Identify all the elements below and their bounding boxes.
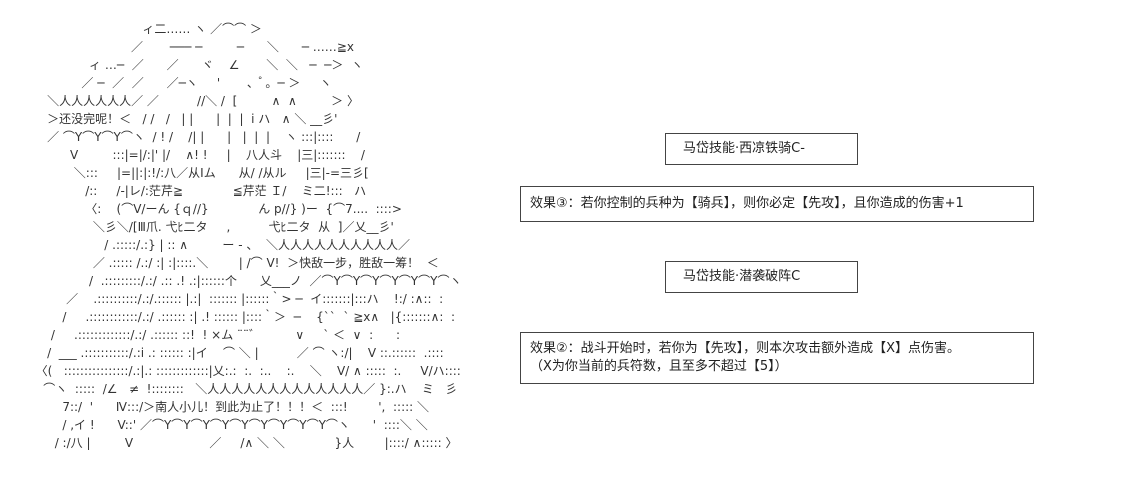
art-line: / .::::::::::::/.:/ .:::::: :| .! ::::::… — [28, 310, 456, 324]
art-line: ⌒ヽ ::::: /∠ ≠ !:::::::: ＼人人人人人人人人人人人人人／ … — [28, 382, 458, 396]
ascii-art-illustration: ィ二…… ヽ ／⌒⌒ ＞ ／ ─── ─ ─ ＼ ─ ……≧x ィ …─ ／ ／… — [28, 22, 538, 462]
art-line: ィ …─ ／ ／ ヾ ∠ ＼ ＼ ─ ─＞ ヽ — [28, 58, 363, 72]
art-line: ／ ─ ／ ／ ／─ヽ ' 、 ゚ 。─ ＞ ヽ — [28, 76, 332, 90]
art-line: ／ ⌒Y⌒Y⌒Y⌒ヽ / ! / /| | | | | | ヽ :::|::::… — [28, 130, 361, 144]
art-line: V :::|=|/:|' |/ ∧! ! | 八人斗 |三|::::::: / — [28, 148, 365, 162]
skill-title-2: 马岱技能·潜袭破阵C — [683, 269, 801, 284]
skill-effect-panel-1: 效果③：若你控制的兵种为【骑兵】，则你必定【先攻】，且你造成的伤害+1 — [520, 186, 1034, 222]
art-line-bubble-right: ／ .::::: /.:/ :| :|::::.＼ | /⌒ V! ＞快敌一步，… — [28, 256, 439, 270]
skill-title-1: 马岱技能·西凉铁骑C- — [683, 141, 805, 156]
skill-effect-1-line: 效果③：若你控制的兵种为【骑兵】，则你必定【先攻】，且你造成的伤害+1 — [530, 196, 964, 211]
art-line: ＼人人人人人人／ ／ //＼ / [ ∧ ∧ ＞ 〉 — [28, 94, 359, 108]
art-line: / .:::::::::::::/.:/ .:::::: ::! ! ×ム ¨¨… — [28, 328, 401, 342]
art-line: 〈( ::::::::::::::::/.:|.: :::::::::::::|… — [28, 364, 461, 378]
art-line: ＼::: |=||:|:!/:八／从Ⅰム 从/ /从ル |三|-=三彡[ — [28, 166, 369, 180]
art-line: ＼彡＼/[Ⅲ爪. 弋ﾋ二タ , 弋ﾋ二タ 从 ]／乂__彡' — [28, 220, 394, 234]
art-line-bubble-top: ＞还没完呢！＜ / / / | | | | | i ハ ∧ ＼ __彡' — [28, 112, 338, 126]
skill-title-panel-2: 马岱技能·潜袭破阵C — [665, 261, 858, 293]
art-line: / .:::::/.:} | :: ∧ ー ‐ 、 ＼人人人人人人人人人人／ — [28, 238, 410, 252]
art-line: /:: /-|レ/:茫芹≧ ≦芹茫 Ｉ/ ミ二!::: ハ — [28, 184, 367, 198]
art-line: / :/八 | V ／ /∧ ＼ ＼ }人 |::::/ ∧::::: 〉 — [28, 436, 458, 450]
skill-title-panel-1: 马岱技能·西凉铁骑C- — [665, 133, 858, 165]
art-line: / ,イ ! V::' ／⌒Y⌒Y⌒Y⌒Y⌒Y⌒Y⌒Y⌒Y⌒Y⌒ヽ ' ::::… — [28, 418, 428, 432]
skill-effect-panel-2: 效果②：战斗开始时，若你为【先攻】，则本次攻击额外造成【X】点伤害。 （X为你当… — [520, 332, 1034, 384]
art-line: 〈: (⌒V/ーん {ｑ//} ん p//} )ー {⌒7.... ::::> — [28, 202, 402, 216]
skill-effect-2-line-2: （X为你当前的兵符数，且至多不超过【5】） — [530, 359, 788, 374]
art-line: ィ二…… ヽ ／⌒⌒ ＞ — [28, 22, 262, 36]
skill-effect-2-line-1: 效果②：战斗开始时，若你为【先攻】，则本次攻击额外造成【X】点伤害。 — [530, 341, 961, 356]
art-line-bubble-bottom: 7::/ ' Ⅳ:::/＞南人小儿！到此为止了！！！＜ :::! ', ::::… — [28, 400, 430, 414]
art-line: / ___ .:::::::::::/.:i .: :::::: :|イ ⌒ ＼… — [28, 346, 444, 360]
art-line: ／ ─── ─ ─ ＼ ─ ……≧x — [28, 40, 354, 54]
art-line: / .:::::::::/.:/ .:: .! .:|::::::个 乂___ノ… — [28, 274, 462, 288]
art-line: ／ .::::::::::/.:/.:::::: |.:| ::::::: |:… — [28, 292, 444, 306]
